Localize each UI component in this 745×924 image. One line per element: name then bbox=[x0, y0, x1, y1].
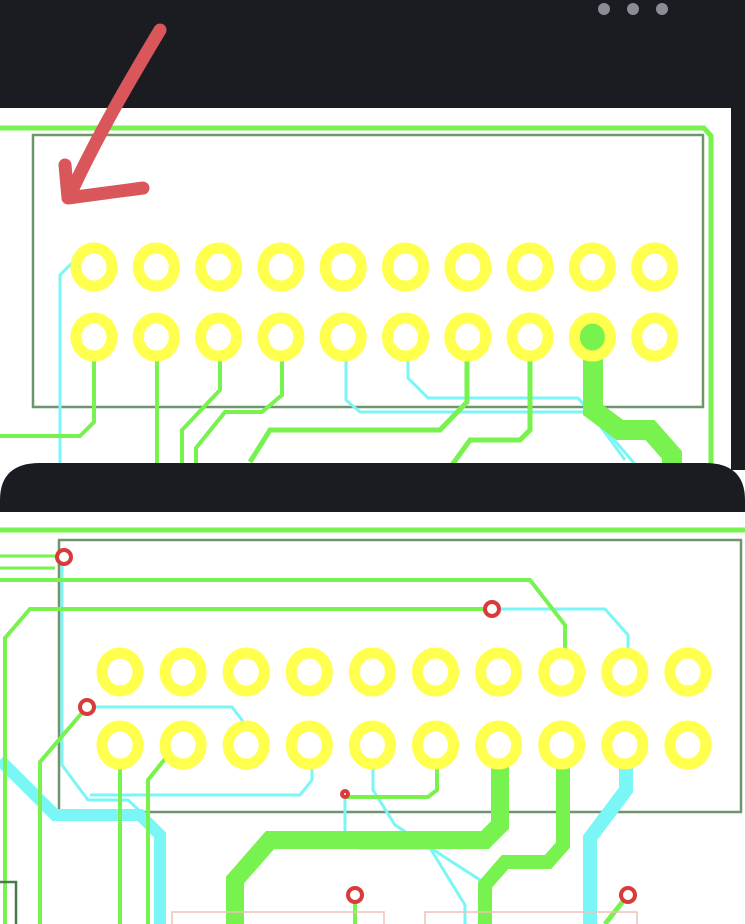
header-pin-pad bbox=[444, 242, 492, 292]
via bbox=[55, 548, 73, 566]
header-pin-pad bbox=[132, 242, 180, 292]
top-panel bbox=[0, 0, 745, 471]
header-pin-pad bbox=[568, 242, 616, 292]
header-pin-pad bbox=[475, 720, 523, 770]
header-pin-pad bbox=[506, 312, 554, 362]
header-pin-pad bbox=[412, 647, 459, 697]
header-pin-pad bbox=[257, 312, 305, 362]
header-pin-pad bbox=[96, 720, 144, 770]
top-layer-trace bbox=[3, 607, 492, 924]
header-pin-pad bbox=[444, 312, 492, 362]
top-panel-header-bar bbox=[0, 0, 745, 108]
top-header-pads bbox=[70, 242, 679, 362]
top-layer-trace bbox=[194, 340, 284, 470]
header-pin-pad bbox=[159, 720, 207, 770]
header-pin-pad bbox=[195, 312, 243, 362]
header-pin-pad bbox=[538, 647, 586, 697]
header-pin-pad bbox=[601, 720, 649, 770]
header-pin-pad bbox=[96, 647, 144, 697]
component-silkscreen-outline bbox=[424, 911, 638, 924]
header-pin-pad bbox=[348, 720, 396, 770]
bottom-layer-trace bbox=[583, 750, 633, 924]
header-pin-pad bbox=[195, 242, 243, 292]
board-edge-trace bbox=[0, 125, 714, 470]
header-pin-pad bbox=[348, 647, 396, 697]
header-pin-pad bbox=[285, 647, 333, 697]
vias bbox=[55, 548, 637, 904]
header-pin-pad bbox=[382, 242, 429, 292]
header-pin-pad bbox=[257, 242, 305, 292]
header-pin-pad bbox=[538, 720, 586, 770]
header-pin-pad bbox=[222, 720, 270, 770]
bottom-panel bbox=[0, 463, 745, 924]
header-pin-pad bbox=[664, 720, 712, 770]
top-layer-trace bbox=[38, 705, 89, 924]
header-pin-pad bbox=[475, 647, 523, 697]
via bbox=[619, 886, 637, 904]
header-pin-pad bbox=[70, 312, 118, 362]
power-trace bbox=[226, 750, 509, 924]
power-trace bbox=[583, 337, 682, 470]
header-pin-pad bbox=[222, 647, 270, 697]
header-pin-pad bbox=[382, 312, 429, 362]
header-pin-pad bbox=[631, 242, 679, 292]
top-layer-trace bbox=[449, 340, 533, 467]
header-pin-pad bbox=[664, 647, 712, 697]
top-layer-trace bbox=[0, 340, 96, 438]
power-trace bbox=[478, 750, 570, 924]
header-silkscreen-outline bbox=[31, 133, 705, 409]
bottom-layer-trace bbox=[58, 261, 74, 470]
header-pin-pad bbox=[70, 242, 118, 292]
top-layer-trace bbox=[180, 340, 222, 470]
header-pin-pad bbox=[601, 647, 649, 697]
via bbox=[78, 698, 96, 716]
header-pin-pad bbox=[319, 312, 367, 362]
header-pin-pad bbox=[159, 647, 207, 697]
header-pin-pad bbox=[506, 242, 554, 292]
component-silkscreen-outline bbox=[171, 911, 385, 924]
top-layer-trace bbox=[247, 340, 470, 464]
header-pin-pad bbox=[132, 312, 180, 362]
header-pin-pad bbox=[285, 720, 333, 770]
via bbox=[483, 600, 501, 618]
annotation-arrow-icon bbox=[58, 23, 167, 205]
header-pin-pad bbox=[412, 720, 459, 770]
component-silkscreen-outline bbox=[0, 880, 18, 924]
bottom-panel-header-bar bbox=[0, 463, 745, 512]
bottom-panel-content bbox=[0, 512, 745, 924]
more-horizontal-icon[interactable] bbox=[598, 3, 668, 15]
top-layer-trace bbox=[0, 554, 62, 570]
header-pin-pad bbox=[568, 312, 616, 362]
header-pin-pad bbox=[631, 312, 679, 362]
top-panel-right-edge bbox=[731, 0, 745, 470]
header-pin-pad bbox=[319, 242, 367, 292]
via bbox=[346, 886, 364, 904]
bottom-header-pads bbox=[96, 647, 712, 770]
header-silkscreen-outline bbox=[57, 538, 743, 814]
top-pcb-board bbox=[0, 125, 714, 471]
bottom-layer-trace bbox=[0, 755, 166, 924]
via bbox=[340, 789, 350, 799]
top-layer-trace bbox=[0, 578, 567, 670]
